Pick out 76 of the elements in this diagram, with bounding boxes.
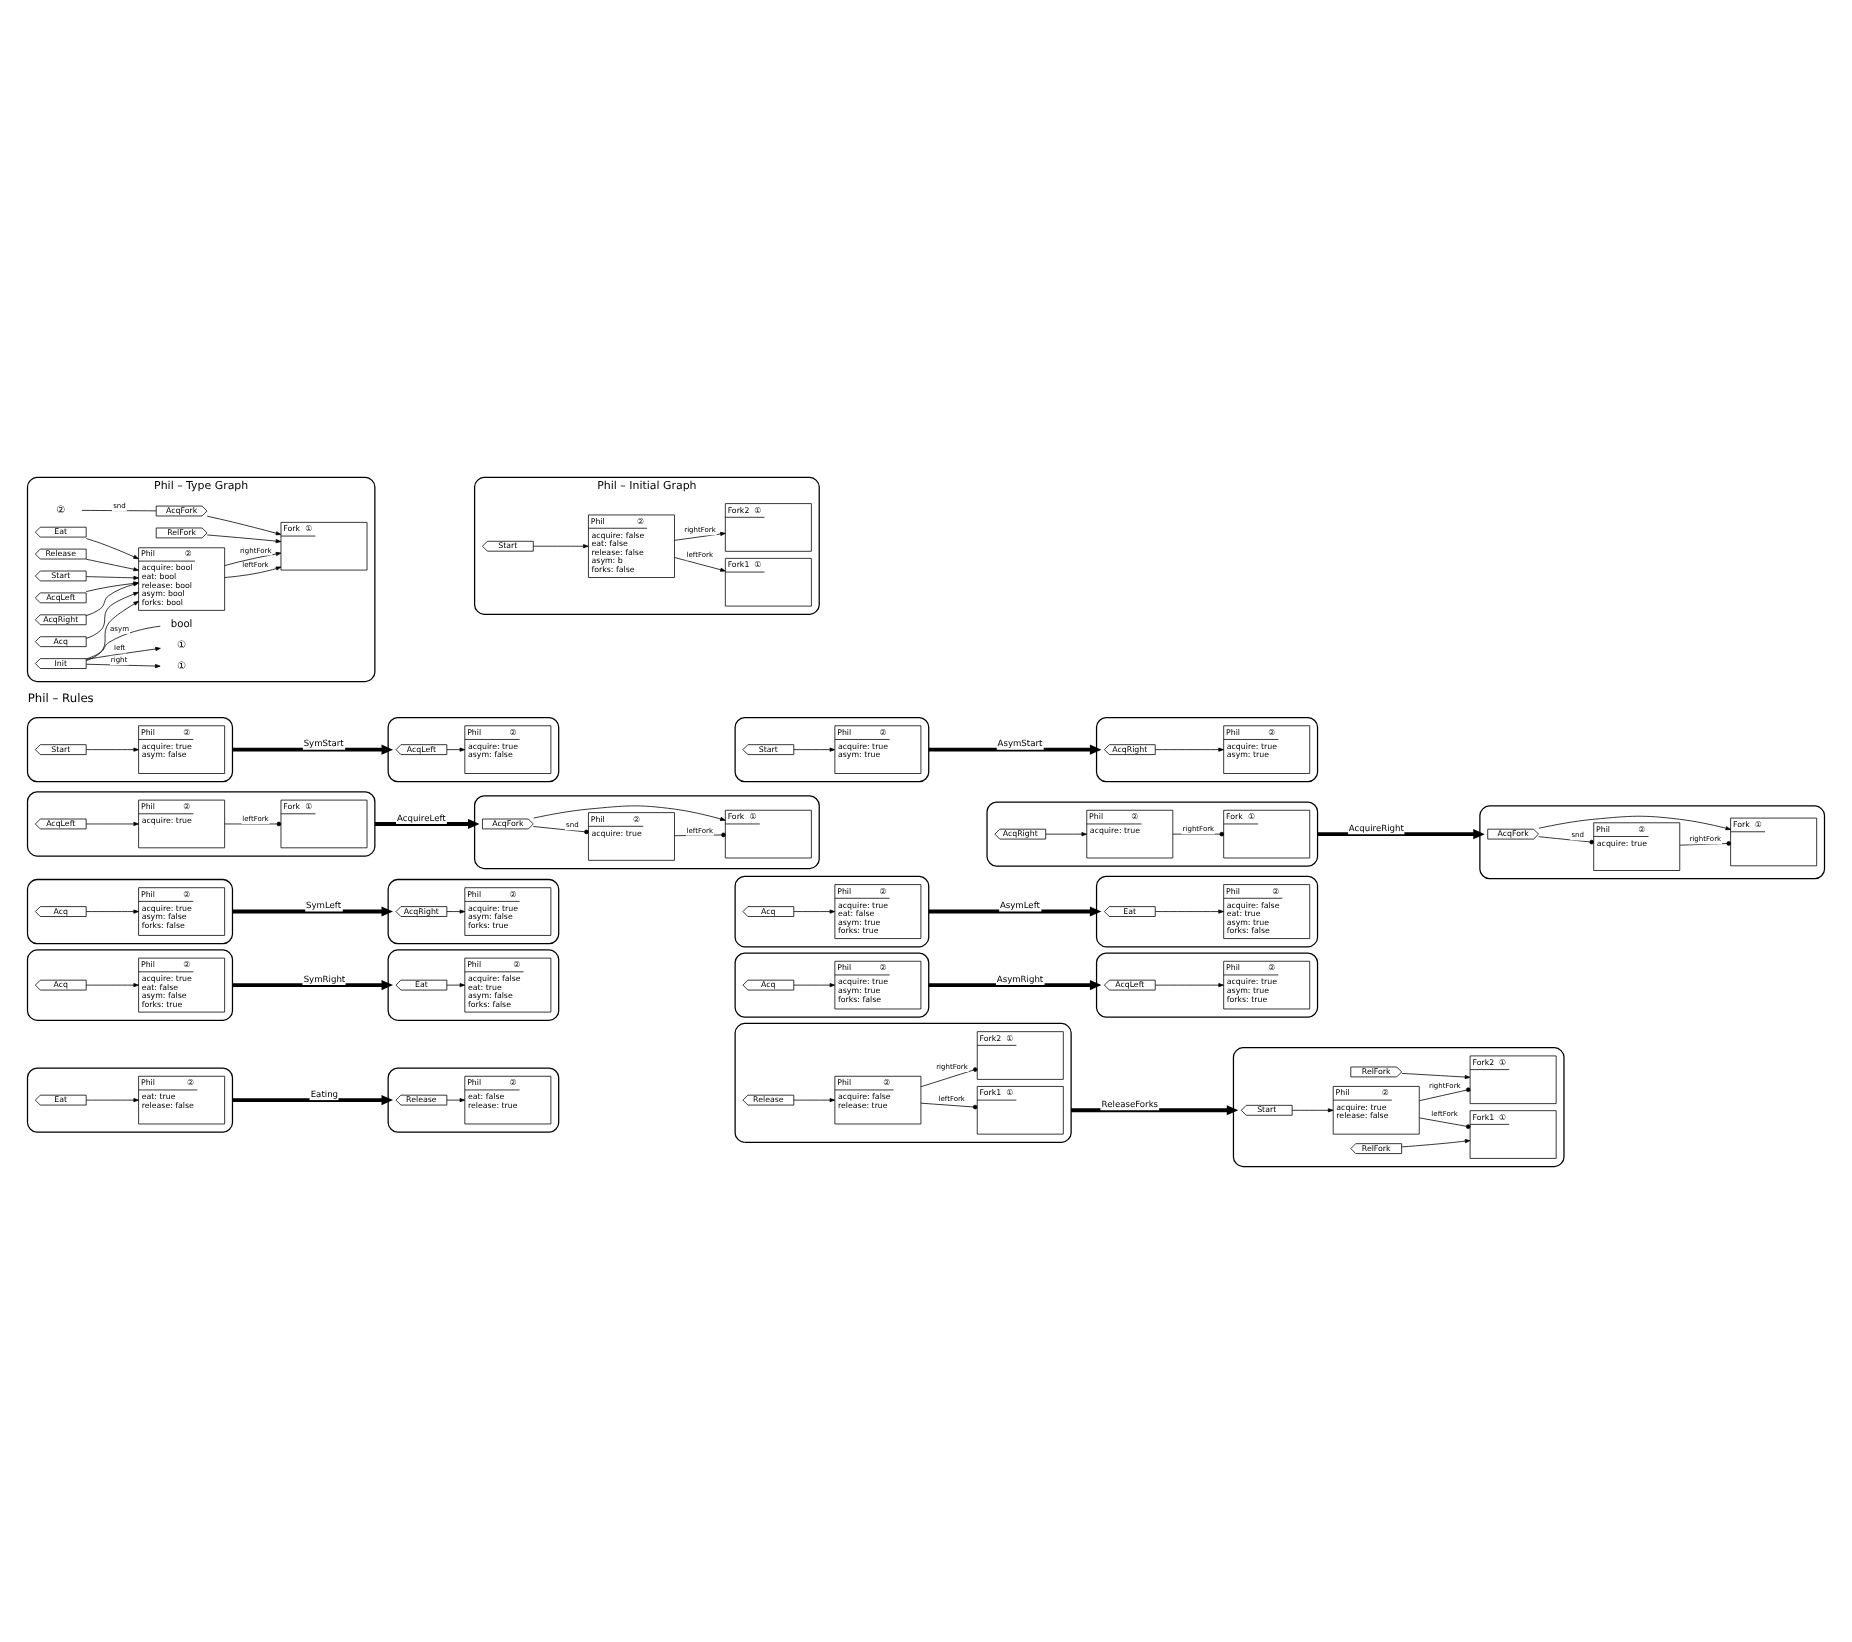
arrow bbox=[85, 662, 161, 668]
arrow bbox=[793, 746, 836, 751]
arrow bbox=[85, 557, 139, 571]
arrow bbox=[446, 982, 466, 987]
cluster bbox=[734, 715, 930, 782]
connector bbox=[1419, 1116, 1471, 1128]
arrow bbox=[1155, 982, 1224, 987]
cluster bbox=[26, 790, 376, 856]
arrow bbox=[928, 979, 1102, 990]
connector bbox=[1538, 835, 1594, 844]
arrow bbox=[928, 743, 1102, 754]
cluster bbox=[387, 948, 560, 1020]
arrow bbox=[232, 743, 394, 754]
arrow bbox=[85, 746, 139, 751]
arrow bbox=[446, 746, 466, 751]
arrow bbox=[85, 982, 139, 987]
arrow bbox=[206, 533, 282, 543]
arrow bbox=[85, 1097, 139, 1102]
arrow bbox=[793, 908, 836, 913]
arrow bbox=[1538, 814, 1731, 830]
connector bbox=[81, 509, 157, 511]
cluster bbox=[26, 948, 234, 1020]
cluster bbox=[387, 877, 560, 944]
connector bbox=[920, 1101, 978, 1109]
arrow bbox=[793, 1097, 836, 1102]
arrow bbox=[85, 820, 139, 825]
cluster bbox=[387, 1066, 560, 1132]
arrow bbox=[446, 908, 466, 913]
cluster bbox=[1232, 1046, 1565, 1167]
connector bbox=[674, 831, 726, 837]
cluster bbox=[26, 877, 234, 944]
arrow bbox=[232, 905, 394, 916]
cluster bbox=[734, 874, 930, 947]
arrow bbox=[85, 591, 139, 638]
arrow bbox=[232, 979, 394, 990]
arrow bbox=[85, 600, 139, 660]
arrow bbox=[533, 804, 726, 820]
arrow bbox=[532, 543, 589, 548]
cluster bbox=[26, 1066, 234, 1132]
arrow bbox=[374, 817, 480, 828]
cluster bbox=[1095, 715, 1319, 782]
cluster bbox=[986, 800, 1319, 866]
cluster bbox=[1095, 874, 1319, 947]
arrow bbox=[1045, 831, 1087, 836]
cluster bbox=[387, 715, 560, 782]
arrow bbox=[446, 1097, 466, 1102]
arrow bbox=[928, 905, 1102, 916]
connector bbox=[1172, 830, 1224, 836]
arrow bbox=[85, 574, 139, 579]
arrow bbox=[224, 565, 282, 577]
arrow bbox=[1155, 746, 1224, 751]
cluster bbox=[26, 715, 234, 782]
arrow bbox=[1071, 1104, 1239, 1115]
connector bbox=[1419, 1086, 1471, 1101]
arrow bbox=[224, 550, 282, 565]
cluster bbox=[734, 951, 930, 1017]
connector bbox=[532, 825, 589, 834]
arrow bbox=[1291, 1107, 1334, 1112]
arrow bbox=[85, 908, 139, 913]
arrow bbox=[1317, 828, 1485, 839]
cluster bbox=[473, 794, 820, 869]
arrow bbox=[1401, 1138, 1471, 1147]
connector bbox=[224, 820, 282, 826]
arrow bbox=[85, 537, 139, 559]
cluster bbox=[1095, 951, 1319, 1017]
connector bbox=[920, 1066, 978, 1087]
arrow bbox=[206, 514, 282, 535]
connector bbox=[1679, 840, 1731, 845]
arrow bbox=[1155, 908, 1224, 913]
arrow bbox=[674, 530, 726, 540]
arrow bbox=[1401, 1072, 1471, 1079]
arrow bbox=[793, 982, 836, 987]
arrow bbox=[232, 1094, 394, 1105]
cluster bbox=[1479, 804, 1826, 879]
arrow bbox=[674, 556, 726, 571]
cluster bbox=[734, 1021, 1072, 1142]
